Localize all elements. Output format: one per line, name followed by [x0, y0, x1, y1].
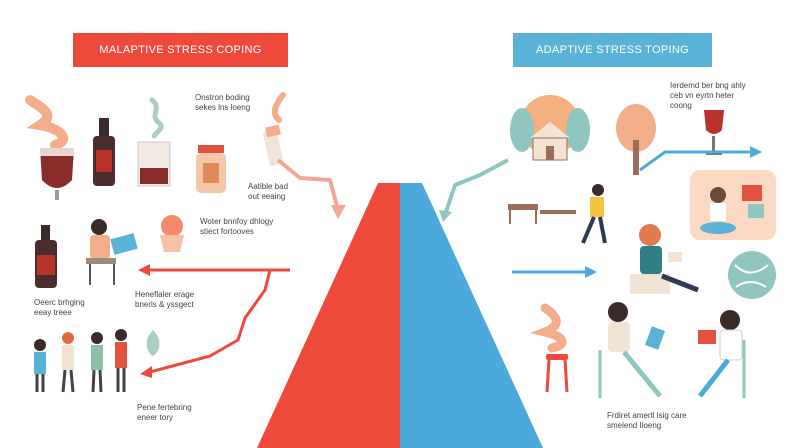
label-top-right: Ierdemd ber bng ahly ceb vn eyrtn heter … [670, 81, 746, 110]
maladaptive-banner: MALAPTIVE STRESS COPING [73, 33, 288, 67]
person-reading-book-icon [698, 310, 746, 398]
leaf-icon [146, 330, 160, 356]
teal-curved-arrow-icon [443, 158, 509, 216]
label-center-left: Heneflaler erage bnerls & yssgect [135, 290, 195, 309]
globe-icon [728, 251, 776, 299]
group-of-people-icon [34, 329, 127, 393]
teal-arrow-head-icon [439, 210, 452, 222]
bench-icon [508, 204, 576, 224]
smoke-swirl-icon [25, 95, 68, 150]
label-left-side: Oeerc brhging eeay treee [34, 298, 85, 317]
adaptive-banner-label: ADAPTIVE STRESS TOPING [536, 44, 689, 56]
left-horizontal-arrow-head-icon [138, 264, 150, 276]
bottle-icon [93, 118, 115, 186]
right-upper-arrow-head-icon [750, 146, 762, 158]
right-upper-arrow-icon [639, 150, 750, 172]
person-with-tablet-icon [598, 302, 665, 398]
person-with-laptop-icon [86, 219, 138, 285]
label-bottom-left: Pene fertebring eneer tory [137, 403, 192, 422]
right-wine-glass-icon [704, 110, 724, 155]
maladaptive-banner-label: MALAPTIVE STRESS COPING [99, 44, 262, 56]
curved-arrow-icon [276, 158, 340, 211]
steam-icon [149, 97, 164, 139]
cigarette-icon [262, 92, 286, 167]
adaptive-banner: ADAPTIVE STRESS TOPING [513, 33, 712, 67]
tree-icon [616, 104, 656, 175]
cupcake-icon [160, 215, 184, 252]
second-bottle-icon [35, 225, 57, 288]
maladaptive-path [257, 183, 400, 448]
wine-glass-icon [40, 148, 74, 200]
jogging-person-icon [581, 184, 607, 244]
label-bottom-right: Frdiret amertl lsig care smelend Iloeng [607, 411, 687, 430]
glass-icon [137, 141, 171, 187]
right-smoke-swirl-icon [530, 303, 567, 353]
left-zigzag-arrow-head-icon [140, 366, 152, 378]
arrow-head-icon [331, 205, 346, 219]
jar-icon [196, 145, 226, 193]
label-top-center-left: Onstron boding sekes lns loeng [195, 93, 251, 112]
left-zigzag-arrow-icon [149, 268, 290, 374]
reading-person-icon [630, 224, 699, 294]
stool-icon [545, 354, 569, 393]
right-middle-arrow-head-icon [585, 266, 597, 278]
label-mid-left-1: Aatible bad out eeaing [248, 182, 289, 201]
label-mid-left-2: Woter bnnfoy dhlogy stiect fortooves [200, 217, 274, 236]
adaptive-path [400, 183, 543, 448]
house-with-trees-icon [510, 95, 590, 161]
meditation-panel-icon [690, 170, 776, 240]
